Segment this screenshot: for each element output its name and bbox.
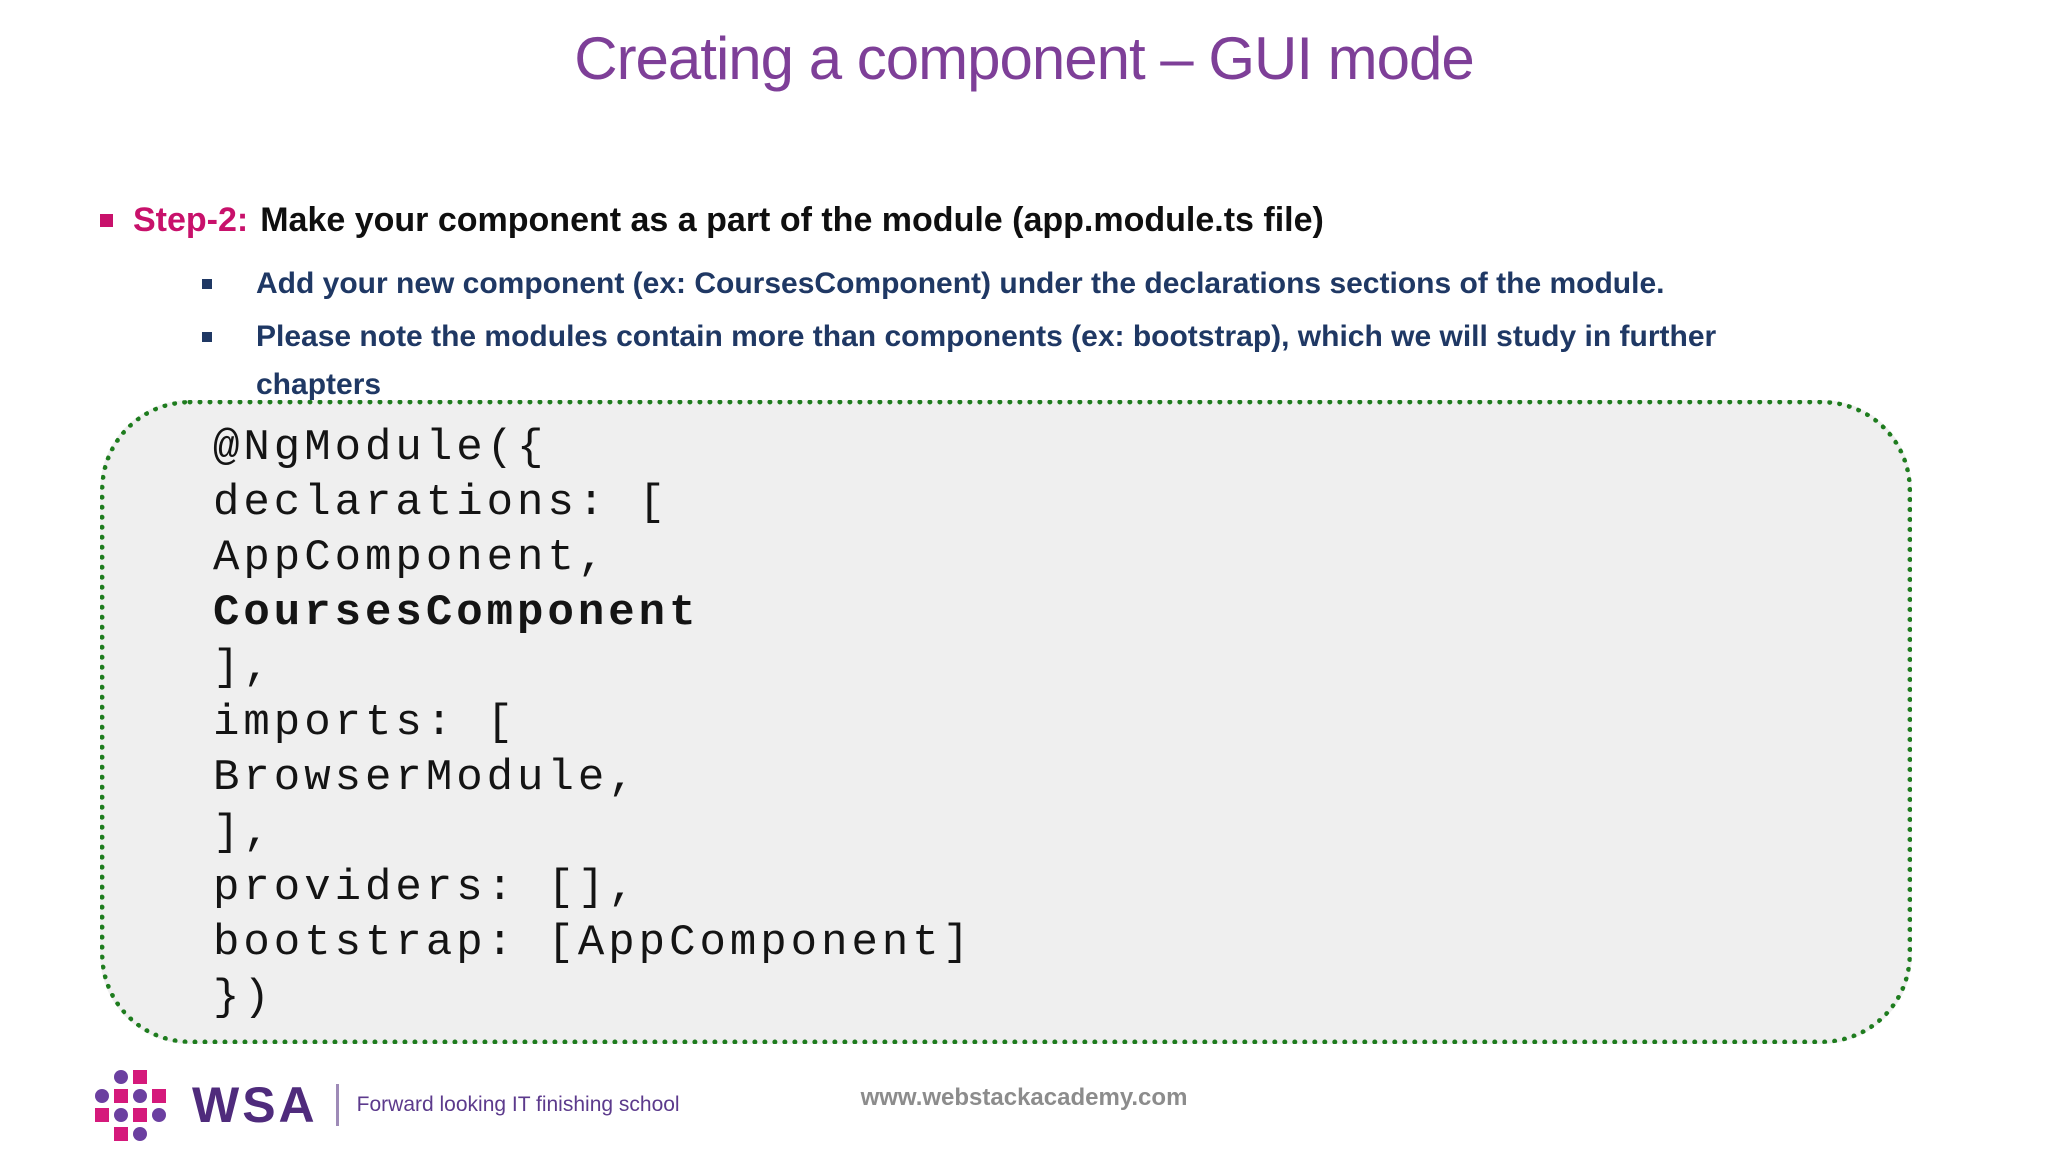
code-line: ],	[213, 643, 274, 693]
list-item: Add your new component (ex: CoursesCompo…	[200, 260, 1990, 308]
logo-dot-square	[152, 1088, 166, 1103]
logo-dot-empty	[95, 1127, 109, 1141]
sub-bullet-text: Add your new component (ex: CoursesCompo…	[256, 267, 1665, 300]
step-heading-text: Step-2: Make your component as a part of …	[133, 198, 1324, 242]
list-item: Please note the modules contain more tha…	[200, 313, 1990, 409]
logo-tagline: Forward looking IT finishing school	[356, 1093, 680, 1116]
logo-dot-square	[95, 1107, 109, 1122]
logo-dot-square	[114, 1126, 128, 1141]
logo-dot-empty	[152, 1070, 166, 1084]
wsa-logo-grid	[95, 1069, 166, 1141]
wsa-logo: WSA Forward looking IT finishing school	[95, 1062, 680, 1148]
code-line: ],	[213, 808, 274, 858]
logo-dot-circle	[114, 1107, 128, 1122]
code-line: CoursesComponent	[213, 588, 700, 638]
sub-bullet-list: Add your new component (ex: CoursesCompo…	[200, 260, 1990, 414]
bullet-square-icon	[100, 214, 113, 227]
logo-dot-empty	[152, 1127, 166, 1141]
code-line: AppComponent,	[213, 533, 609, 583]
code-block: @NgModule({declarations: [AppComponent,C…	[100, 400, 1912, 1044]
code-line: bootstrap: [AppComponent]	[213, 918, 974, 968]
page-title: Creating a component – GUI mode	[574, 25, 1475, 92]
logo-dot-circle	[114, 1069, 128, 1084]
logo-dot-circle	[133, 1088, 147, 1103]
code-line: providers: [],	[213, 863, 639, 913]
wsa-logo-text: WSA	[192, 1077, 318, 1133]
step-heading: Step-2: Make your component as a part of …	[98, 198, 1324, 242]
code-line: BrowserModule,	[213, 753, 639, 803]
step-text: Make your component as a part of the mod…	[260, 201, 1324, 239]
logo-dot-empty	[95, 1070, 109, 1084]
code-line: imports: [	[213, 698, 518, 748]
logo-dot-square	[133, 1069, 147, 1084]
logo-dot-circle	[95, 1088, 109, 1103]
bullet-square-icon	[202, 332, 212, 342]
code-line: })	[213, 973, 274, 1023]
logo-dot-circle	[152, 1107, 166, 1122]
code-line: declarations: [	[213, 478, 670, 528]
bullet-square-icon	[202, 279, 212, 289]
code-line: @NgModule({	[213, 423, 548, 473]
logo-divider	[335, 1084, 339, 1126]
logo-dot-square	[133, 1107, 147, 1122]
website-url: www.webstackacademy.com	[860, 1084, 1188, 1111]
logo-dot-circle	[133, 1126, 147, 1141]
logo-dot-square	[114, 1088, 128, 1103]
sub-bullet-text: Please note the modules contain more tha…	[256, 320, 1717, 401]
step-label: Step-2:	[133, 201, 249, 239]
